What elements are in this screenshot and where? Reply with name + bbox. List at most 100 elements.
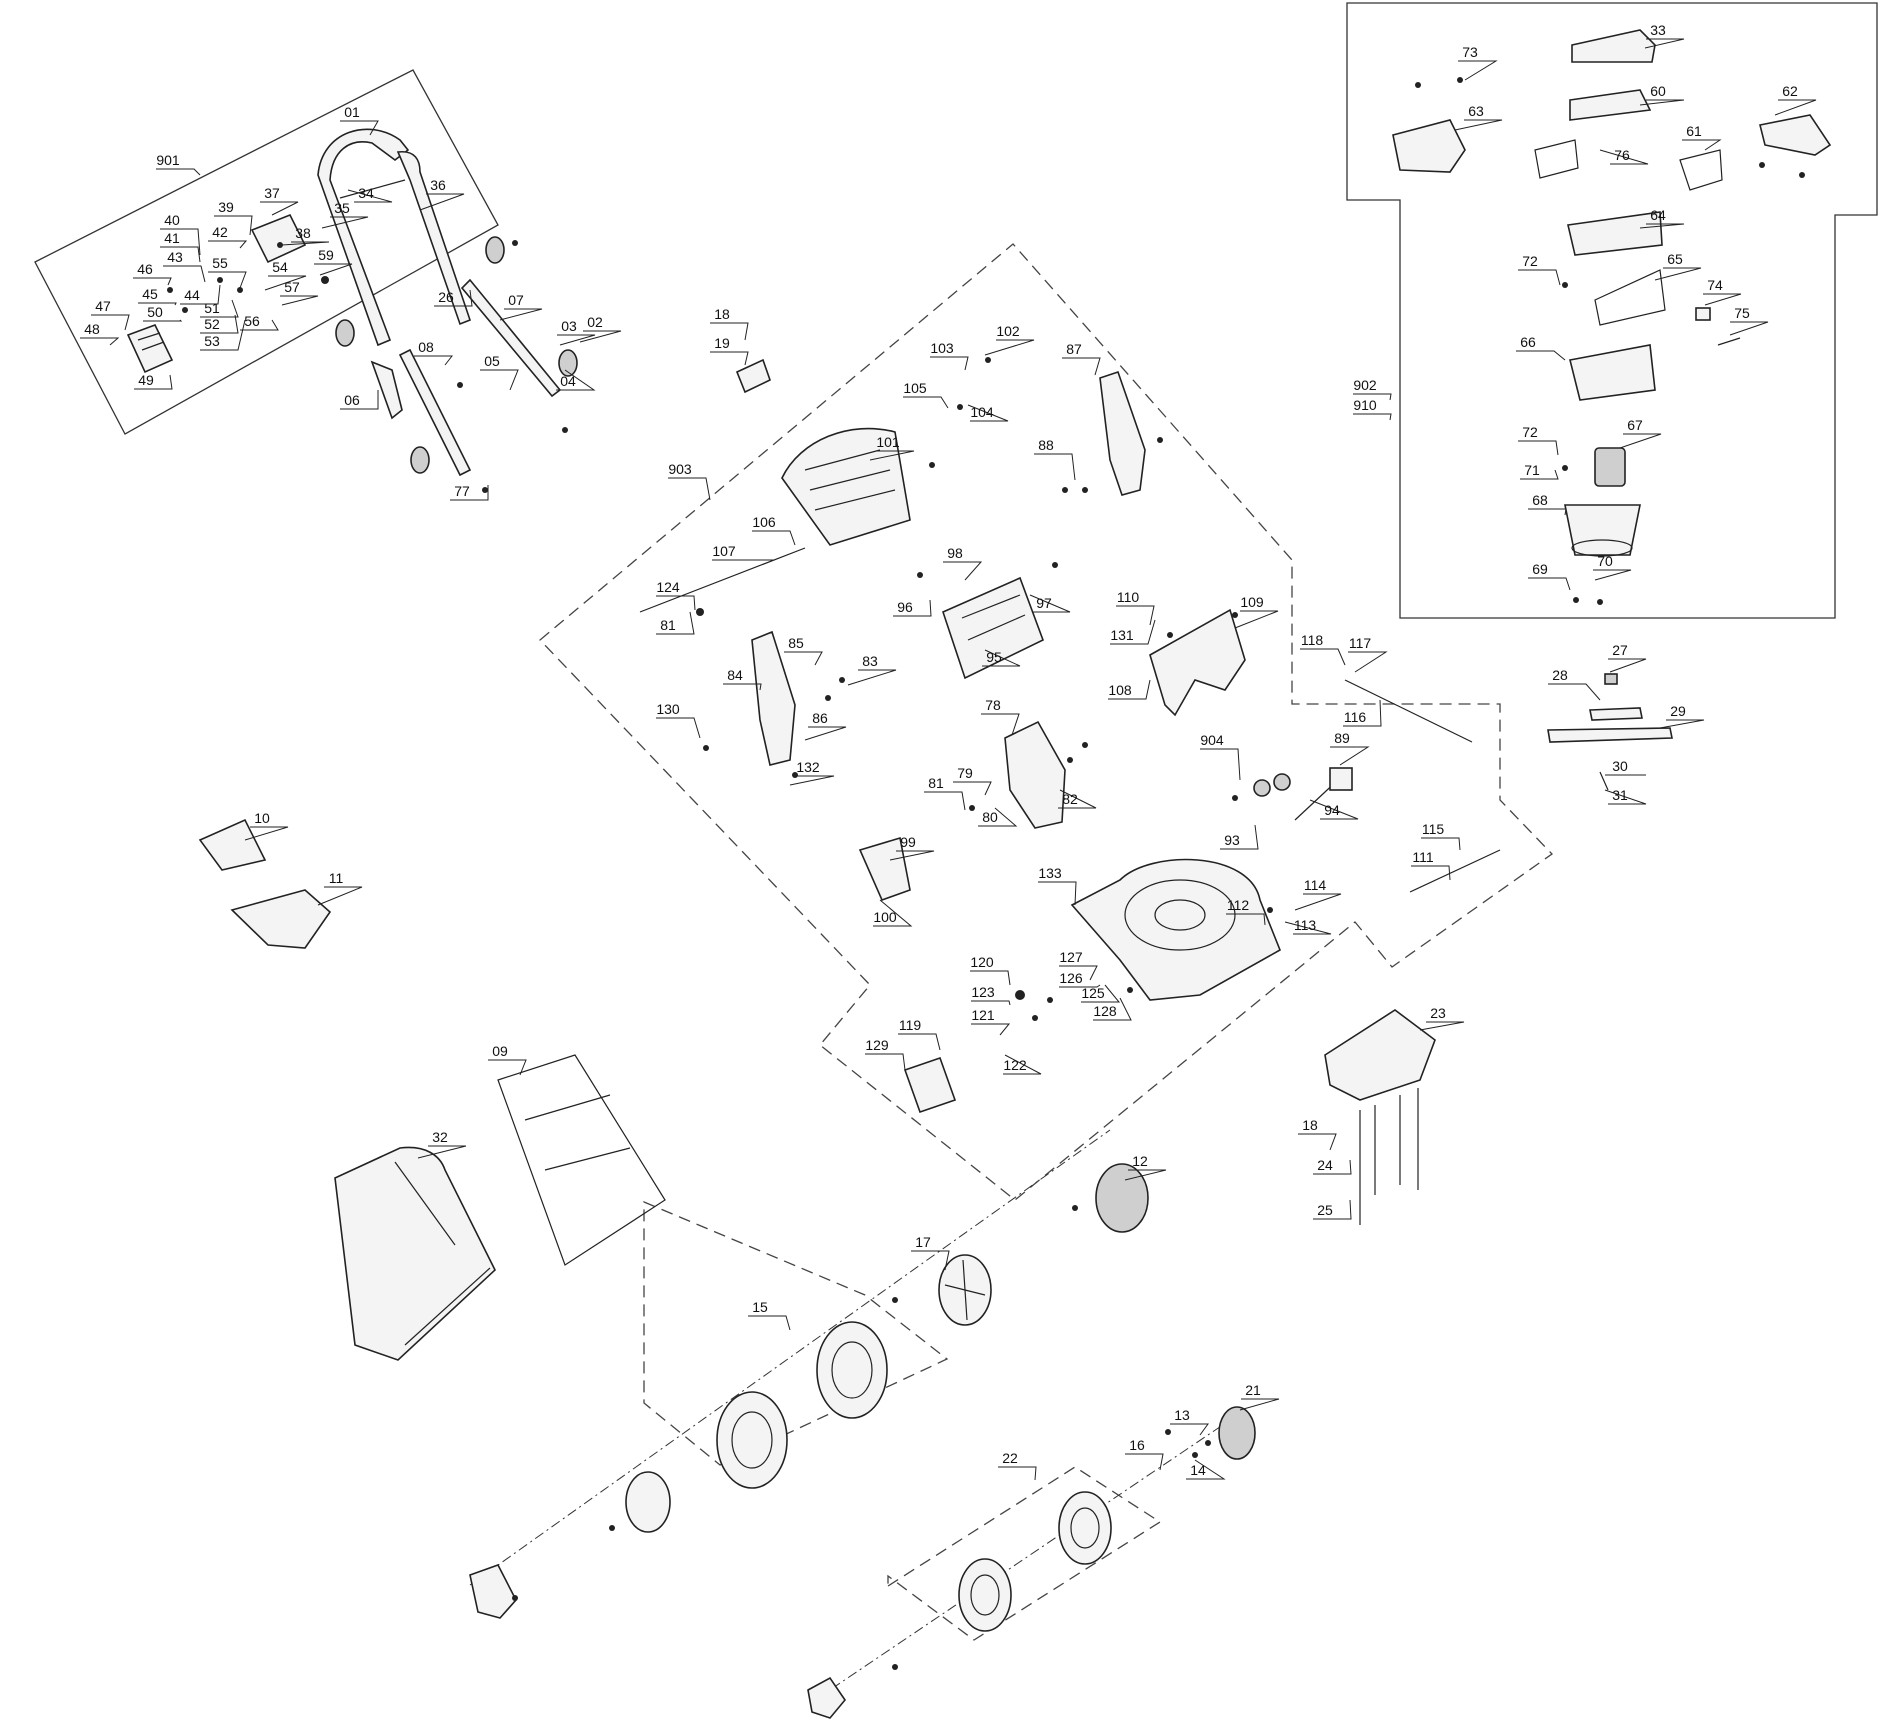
callout-label-26: 26: [438, 289, 454, 305]
callout-leader-98: [943, 561, 983, 581]
callout-leader-125: [1081, 984, 1121, 1003]
callout-label-123: 123: [971, 984, 995, 1000]
bracket-61: [1679, 149, 1723, 191]
callout-label-06: 06: [344, 392, 360, 408]
callout-label-64: 64: [1650, 207, 1666, 223]
switch-box-39: [250, 213, 307, 264]
housing-60: [1569, 89, 1652, 121]
callout-leader-43: [163, 265, 206, 283]
callout-leader-127: [1059, 965, 1098, 981]
callout-leader-74: [1703, 293, 1742, 306]
callout-label-43: 43: [167, 249, 183, 265]
callout-leader-33: [1644, 38, 1685, 49]
callout-leader-121: [971, 1023, 1011, 1036]
callout-leader-17: [911, 1250, 950, 1271]
bracket-108: [1149, 608, 1246, 717]
wheel-cover-17: [938, 1254, 992, 1326]
callout-leader-61: [1682, 139, 1722, 151]
callout-leader-105: [903, 396, 949, 409]
callout-leader-78: [981, 713, 1020, 736]
callout-label-42: 42: [212, 224, 228, 240]
callout-label-122: 122: [1003, 1057, 1027, 1073]
callout-leader-49: [134, 374, 173, 390]
fasteners-903: [703, 357, 1273, 1021]
callout-leader-42: [208, 240, 248, 249]
callout-leader-12: [1124, 1169, 1167, 1181]
hubcap-rear-left: [625, 1471, 671, 1533]
callout-label-75: 75: [1734, 305, 1750, 321]
callout-leader-80: [978, 807, 1018, 827]
cover-63: [1392, 119, 1466, 173]
callout-leader-88: [1034, 453, 1076, 481]
lower-handle-07: [398, 278, 562, 477]
callout-leader-64: [1639, 223, 1685, 229]
callout-leader-910: [1353, 413, 1392, 421]
callout-leader-59: [314, 263, 353, 276]
callout-label-904: 904: [1200, 732, 1224, 748]
callout-leader-70: [1593, 569, 1632, 581]
callout-leader-81: [924, 791, 966, 811]
rod-107: [639, 547, 806, 616]
callout-label-83: 83: [862, 653, 878, 669]
callout-leader-37: [260, 201, 299, 216]
callout-leader-94: [1309, 799, 1359, 820]
callout-leader-40: [160, 228, 201, 256]
callout-label-106: 106: [752, 514, 776, 530]
callout-leader-118: [1300, 648, 1346, 666]
lever-111-115: [1409, 849, 1501, 893]
group-901-outline: [34, 69, 499, 435]
callout-leader-77: [450, 485, 489, 501]
callout-label-100: 100: [873, 909, 897, 925]
motor-housing-68: [1564, 504, 1641, 557]
callout-label-112: 112: [1227, 897, 1250, 913]
callout-label-71: 71: [1524, 462, 1540, 478]
callout-label-109: 109: [1240, 594, 1264, 610]
callout-leader-114: [1294, 893, 1342, 911]
callout-label-27: 27: [1612, 642, 1628, 658]
cable-clip-06: [370, 360, 403, 420]
front-wheel-22b: [958, 1558, 1012, 1632]
callout-label-31: 31: [1612, 787, 1628, 803]
group-15-outline: [643, 1201, 949, 1466]
callout-leader-123: [971, 1000, 1011, 1006]
callout-leader-106: [752, 530, 796, 546]
height-adjust-89-94-904: [1253, 767, 1353, 821]
callout-leader-23: [1419, 1021, 1465, 1031]
callout-leader-36: [419, 193, 465, 211]
callout-label-63: 63: [1468, 103, 1484, 119]
callout-label-111: 111: [1412, 849, 1433, 865]
bracket-87: [1099, 370, 1146, 496]
bracket-76: [1534, 139, 1579, 179]
callout-label-89: 89: [1334, 730, 1350, 746]
callout-leader-101: [869, 450, 915, 461]
mulching-plug-11: [230, 889, 332, 949]
callout-leader-48: [80, 337, 120, 346]
axle-fasteners: [512, 1205, 1211, 1670]
callout-label-02: 02: [587, 314, 603, 330]
callout-label-18: 18: [714, 306, 730, 322]
callout-leader-65: [1654, 267, 1702, 281]
group-902-outline: [1346, 2, 1878, 619]
callout-leader-76: [1599, 149, 1649, 165]
callout-label-82: 82: [1062, 791, 1078, 807]
callout-leader-21: [1239, 1398, 1280, 1411]
callout-label-95: 95: [986, 649, 1002, 665]
callout-label-51: 51: [204, 300, 220, 316]
callout-leader-27: [1608, 658, 1647, 673]
callout-label-21: 21: [1245, 1382, 1261, 1398]
callout-leader-18: [710, 322, 749, 341]
callout-label-47: 47: [95, 298, 111, 314]
front-wheel-22a: [1058, 1491, 1112, 1565]
callout-label-87: 87: [1066, 341, 1082, 357]
callout-label-10: 10: [254, 810, 270, 826]
callout-label-97: 97: [1036, 595, 1052, 611]
callout-label-48: 48: [84, 321, 100, 337]
callout-label-108: 108: [1108, 682, 1132, 698]
callout-leader-89: [1330, 746, 1370, 766]
callout-label-76: 76: [1614, 147, 1630, 163]
callout-leader-901: [156, 168, 201, 176]
callout-label-15: 15: [752, 1299, 768, 1315]
callout-label-55: 55: [212, 255, 228, 271]
callout-leader-112: [1226, 913, 1266, 926]
callout-leader-133: [1038, 881, 1077, 906]
